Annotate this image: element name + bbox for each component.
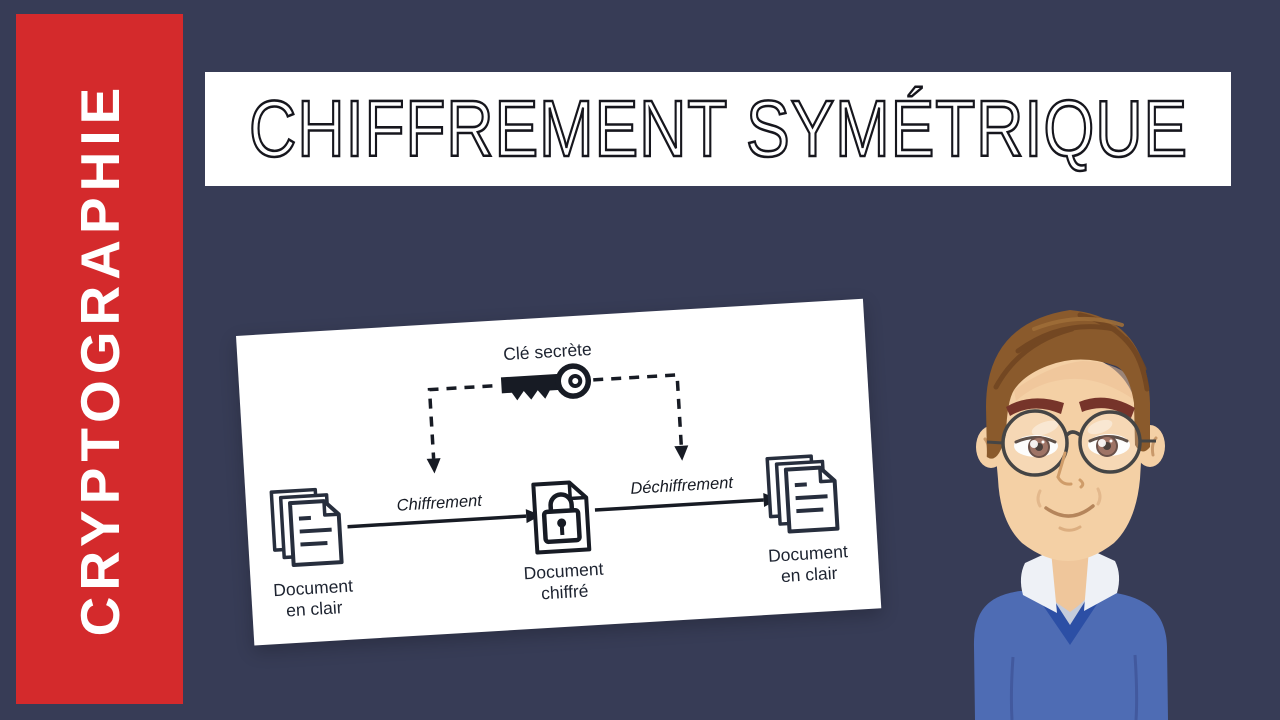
dashed-key-to-encrypt-link <box>427 384 493 459</box>
title-bar: CHIFFREMENT SYMÉTRIQUE <box>205 72 1231 186</box>
encrypt-arrow <box>347 509 542 529</box>
character-hair <box>986 310 1150 459</box>
cryptographie-banner: CRYPTOGRAPHIE <box>16 14 183 704</box>
banner-label: CRYPTOGRAPHIE <box>68 81 131 637</box>
man-avatar <box>973 310 1168 720</box>
character-shirt-collar <box>1020 549 1120 613</box>
decrypt-arrow <box>594 493 779 512</box>
character-nose <box>1056 451 1085 489</box>
secret-key-label: Clé secrète <box>503 339 593 364</box>
diagram-card: Clé secrète Chiffrement <box>236 298 882 646</box>
character-illustration <box>930 295 1190 720</box>
encrypt-label: Chiffrement <box>396 492 484 515</box>
arrow-down-icon <box>426 458 441 474</box>
plain-document-right-icon <box>765 454 840 534</box>
page-title: CHIFFREMENT SYMÉTRIQUE <box>247 83 1188 175</box>
dashed-key-to-decrypt-link <box>593 373 684 446</box>
caption-line: Document <box>523 559 604 584</box>
lock-document-icon <box>531 480 592 555</box>
cipher-document-caption: Document chiffré <box>523 559 604 604</box>
character-eyes <box>1014 434 1130 458</box>
plain-document-right-caption: Document en clair <box>767 541 848 586</box>
character-sweater <box>973 591 1168 720</box>
caption-line: en clair <box>780 563 838 586</box>
caption-line: Document <box>767 541 848 566</box>
caption-line: chiffré <box>541 581 589 604</box>
character-eyebrows <box>1006 397 1135 418</box>
forehead-shadow <box>1014 361 1134 401</box>
caption-line: en clair <box>286 597 344 620</box>
symmetric-encryption-diagram: Clé secrète Chiffrement <box>269 339 848 621</box>
arrow-down-icon <box>674 445 689 461</box>
key-icon <box>500 363 592 401</box>
plain-document-left-caption: Document en clair <box>273 576 354 621</box>
round-glasses-icon <box>986 409 1156 477</box>
caption-line: Document <box>273 576 354 601</box>
decrypt-label: Déchiffrement <box>630 474 735 498</box>
lock-shackle <box>548 492 575 512</box>
character-mouth <box>1036 487 1102 532</box>
plain-document-left-icon <box>269 487 344 567</box>
